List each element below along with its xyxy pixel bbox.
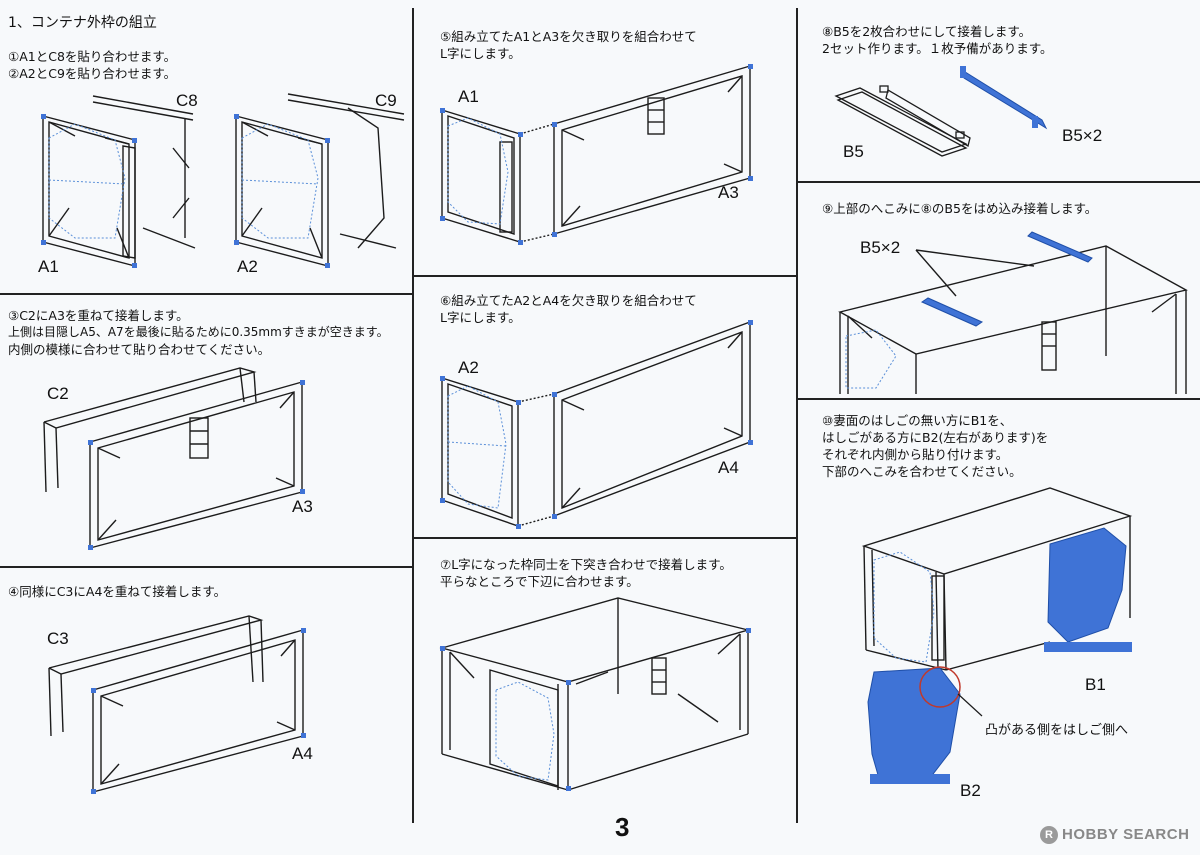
label-a1-step5: A1 <box>458 87 479 106</box>
label-b5: B5 <box>843 142 864 161</box>
column-divider-left <box>412 8 414 823</box>
step10-line4: 下部のへこみを合わせてください。 <box>822 464 1022 479</box>
step4-line1: ④同様にC3にA4を重ねて接着します。 <box>8 584 227 599</box>
step9-line1: ⑨上部のへこみに⑧のB5をはめ込み接着します。 <box>822 201 1098 216</box>
label-c8: C8 <box>176 91 198 110</box>
step5-line1: ⑤組み立てたA1とA3を欠き取りを組合わせて <box>440 29 697 44</box>
step10-line3: それぞれ内側から貼り付けます。 <box>822 447 1009 462</box>
step5-line2: L字にします。 <box>440 46 521 61</box>
diagram-a2-c9 <box>234 93 405 268</box>
diagram-b5-insert <box>838 231 1188 394</box>
step3-line1: ③C2にA3を重ねて接着します。 <box>8 308 189 323</box>
step1-line2: ②A2とC9を貼り合わせます。 <box>8 66 177 81</box>
label-a4-step6: A4 <box>718 458 739 477</box>
label-b1: B1 <box>1085 675 1106 694</box>
label-a4: A4 <box>292 744 313 763</box>
step6-line2: L字にします。 <box>440 310 521 325</box>
diagram-b5-pair <box>834 66 1048 157</box>
step8-line1: ⑧B5を2枚合わせにして接着します。 <box>822 24 1032 39</box>
column-divider-right <box>796 8 798 823</box>
label-c3: C3 <box>47 629 69 648</box>
step10-line2: はしごがある方にB2(左右があります)を <box>822 430 1049 445</box>
step1-line1: ①A1とC8を貼り合わせます。 <box>8 49 177 64</box>
step8-line2: 2セット作ります。１枚予備があります。 <box>822 41 1053 56</box>
row-divider-mid-2 <box>413 537 796 539</box>
label-a2-step6: A2 <box>458 358 479 377</box>
step3-line2: 上側は目隠しA5、A7を最後に貼るために0.35mmすきまが空きます。 <box>8 325 389 339</box>
label-b5x2: B5×2 <box>1062 126 1103 145</box>
row-divider-left-2 <box>0 566 412 568</box>
row-divider-right-2 <box>797 398 1200 400</box>
step7-line2: 平らなところで下辺に合わせます。 <box>440 574 639 589</box>
watermark-logo-icon: R <box>1040 826 1058 844</box>
label-a3-step5: A3 <box>718 183 739 202</box>
diagram-c2-a3 <box>43 367 305 550</box>
row-divider-right-1 <box>797 181 1200 183</box>
label-c9: C9 <box>375 91 397 110</box>
step3-line3: 内側の模様に合わせて貼り合わせてください。 <box>8 342 271 357</box>
watermark-brand: HOBBY SEARCH <box>1062 826 1190 843</box>
callout-bump-side: 凸がある側をはしご側へ <box>985 723 1129 738</box>
row-divider-mid-1 <box>413 275 796 277</box>
diagram-l-frames-joined <box>439 597 751 791</box>
label-b5x2-step9: B5×2 <box>860 238 901 257</box>
label-c2: C2 <box>47 384 69 403</box>
diagram-a2-a4 <box>440 320 753 529</box>
step6-line1: ⑥組み立てたA2とA4を欠き取りを組合わせて <box>440 293 697 308</box>
label-b2: B2 <box>960 781 981 800</box>
label-a2: A2 <box>237 257 258 276</box>
section-title: 1、コンテナ外枠の組立 <box>8 15 157 31</box>
label-a1: A1 <box>38 257 59 276</box>
label-a3: A3 <box>292 497 313 516</box>
diagram-c3-a4 <box>48 615 306 794</box>
diagram-a1-a3 <box>440 64 753 245</box>
row-divider-left-1 <box>0 293 412 295</box>
step7-line1: ⑦L字になった枠同士を下突き合わせで接着します。 <box>440 557 732 572</box>
diagram-b1-b2-attach <box>861 487 1133 784</box>
diagram-a1-c8 <box>41 95 196 268</box>
page-number: 3 <box>615 812 630 842</box>
step10-line1: ⑩妻面のはしごの無い方にB1を、 <box>822 413 1013 428</box>
